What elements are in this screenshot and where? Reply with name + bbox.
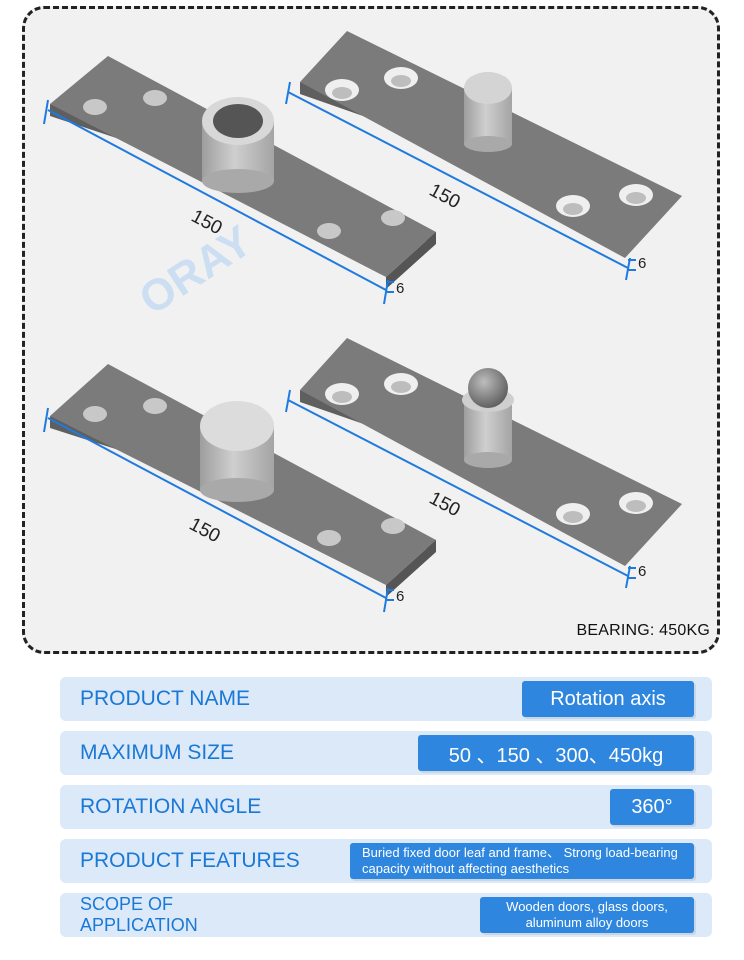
dimension-lines-bottom-right <box>285 389 636 589</box>
spec-label: SCOPE OF APPLICATION <box>80 894 198 935</box>
spec-row-product-features: PRODUCT FEATURES Buried fixed door leaf … <box>60 839 712 883</box>
spec-label: ROTATION ANGLE <box>80 795 262 818</box>
spec-value: Wooden doors, glass doors, aluminum allo… <box>480 897 694 933</box>
dimension-lines-top-left <box>43 99 394 305</box>
dimension-thickness-label: 6 <box>638 563 646 580</box>
pivot-plate-top-right <box>300 31 682 258</box>
spec-label: PRODUCT NAME <box>80 687 250 710</box>
dimension-lines-bottom-left <box>43 407 394 613</box>
spec-value: Buried fixed door leaf and frame、 Strong… <box>350 843 694 879</box>
pivot-plate-bottom-left <box>50 364 436 597</box>
spec-label: MAXIMUM SIZE <box>80 741 235 764</box>
dimension-length-label: 150 <box>426 488 464 521</box>
spec-label: PRODUCT FEATURES <box>80 849 300 872</box>
dimension-thickness-label: 6 <box>396 588 404 605</box>
spec-row-maximum-size: MAXIMUM SIZE 50 、150 、300、450kg <box>60 731 712 775</box>
dimension-length-label: 150 <box>186 514 224 547</box>
dimension-thickness-label: 6 <box>638 255 646 272</box>
product-illustration: ORAY 150 6 <box>43 31 682 613</box>
spec-value: 50 、150 、300、450kg <box>418 735 694 771</box>
watermark-text: ORAY <box>131 216 261 324</box>
spec-row-product-name: PRODUCT NAME Rotation axis <box>60 677 712 721</box>
bearing-label: BEARING: 450KG <box>576 622 710 639</box>
dimension-lines-top-right <box>285 81 636 281</box>
spec-value: 360° <box>610 789 694 825</box>
spec-value: Rotation axis <box>522 681 694 717</box>
spec-row-scope-of-application: SCOPE OF APPLICATION Wooden doors, glass… <box>60 893 712 937</box>
spec-row-rotation-angle: ROTATION ANGLE 360° <box>60 785 712 829</box>
pivot-plate-bottom-right <box>300 338 682 566</box>
pivot-plate-top-left <box>50 56 436 289</box>
dimension-length-label: 150 <box>426 180 464 213</box>
dimension-thickness-label: 6 <box>396 280 404 297</box>
